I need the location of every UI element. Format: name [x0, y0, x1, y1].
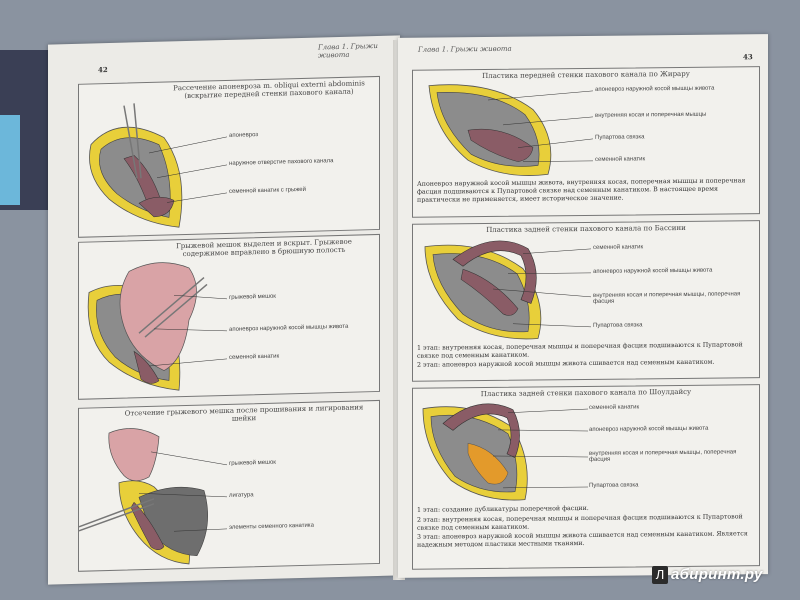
right-page: Глава 1. Грыжи живота 43 Пластика передн…: [398, 34, 768, 578]
left-page-header: Глава 1. Грыжи живота: [318, 41, 378, 60]
right-page-number: 43: [743, 52, 753, 62]
watermark-badge: Л: [652, 566, 668, 584]
right-figure-2: Пластика задней стенки пахового канала п…: [412, 220, 760, 382]
right-figure-3-label-2: апоневроз наружной косой мышцы живота: [589, 425, 709, 433]
left-figure-3: Отсечение грыжевого мешка после прошиван…: [78, 399, 380, 572]
right-figure-3-label-1: семенной канатик: [589, 404, 640, 411]
left-page: Глава 1. Грыжи живота 42 Рассечение апон…: [48, 35, 400, 585]
right-page-header: Глава 1. Грыжи живота: [418, 44, 512, 54]
right-figure-1-label-2: внутренняя косая и поперечная мышцы: [595, 111, 707, 119]
book-cover-strip: [0, 115, 20, 205]
left-figure-3-label-2: лигатура: [229, 492, 254, 499]
right-figure-3-label-3: внутренняя косая и поперечная мышцы, поп…: [589, 449, 737, 463]
left-figure-3-label-1: грыжевой мешок: [229, 459, 276, 467]
right-figure-2-illustration: [424, 240, 592, 340]
watermark-text: абиринт.ру: [671, 566, 763, 583]
right-figure-1-label-4: семенной канатик: [595, 156, 646, 163]
right-figure-1-label-3: Пупартова связка: [595, 134, 645, 141]
right-figure-1-label-1: апоневроз наружной косой мышцы живота: [595, 85, 715, 93]
right-figure-1: Пластика передней стенки пахового канала…: [412, 66, 760, 218]
right-figure-2-label-1: семенной канатик: [593, 244, 644, 251]
left-figure-1: Рассечение апоневроза m. obliqui externi…: [78, 75, 380, 238]
left-figure-2-label-1: грыжевой мешок: [229, 293, 276, 301]
right-figure-2-label-4: Пупартова связка: [593, 322, 643, 329]
right-figure-3: Пластика задней стенки пахового канала п…: [412, 384, 760, 570]
right-figure-2-label-3: внутренняя косая и поперечная мышцы, поп…: [593, 291, 741, 305]
right-figure-3-label-4: Пупартова связка: [589, 482, 639, 489]
left-figure-3-illustration: [78, 428, 228, 565]
left-page-number: 42: [98, 65, 108, 75]
left-figure-1-label-1: апоневроз: [229, 132, 259, 139]
left-figure-2: Грыжевой мешок выделен и вскрыт. Грыжево…: [78, 233, 380, 400]
right-figure-1-caption: Апоневроз наружной косой мышцы живота, в…: [417, 177, 746, 204]
right-figure-1-illustration: [428, 84, 594, 176]
left-figure-2-illustration: [87, 262, 228, 391]
right-figure-3-illustration: [422, 403, 589, 501]
left-figure-1-illustration: [89, 103, 228, 228]
right-figure-2-label-2: апоневроз наружной косой мышцы живота: [593, 267, 713, 275]
